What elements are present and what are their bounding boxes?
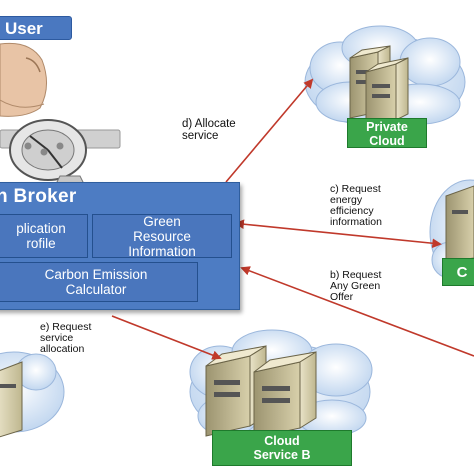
ann-b-line-3: Offer [330,291,354,303]
annotation-allocate-service: d) Allocate service [182,118,236,142]
ann-e-line-3: allocation [40,343,85,355]
private-cloud-servers [349,45,409,127]
private-cloud-line-2: Cloud [369,134,405,148]
cloud-c-label: C [442,258,474,286]
app-profile-line-2: rofile [26,236,56,251]
cloud-b-servers [205,345,317,439]
ann-d-line-1: d) Allocate [182,118,236,130]
annotation-request-allocation: e) Request service allocation [40,322,91,355]
arrow-request-energy [234,219,442,249]
broker-title: n Broker [0,186,77,207]
cloud-b-label: Cloud Service B [212,430,352,466]
green-resource-box: Green Resource Information [92,213,232,259]
cloud-a-server [0,361,23,438]
application-profile-box: plication rofile [0,214,88,258]
arrow-allocate-service [225,78,314,183]
green-resource-line-3: Information [128,243,196,259]
green-resource-line-2: Resource [133,228,191,244]
ann-c-line-3: efficiency [330,205,374,217]
satellite-dish [9,119,87,185]
app-profile-line-1: plication [16,221,66,236]
ann-d-line-2: service [182,130,219,142]
cloud-b-line-2: Service B [253,448,311,462]
private-cloud-label: Private Cloud [347,118,427,148]
private-cloud-line-1: Private [366,120,408,134]
ann-c-line-1: c) Request [330,183,381,195]
carbon-calc-line-2: Calculator [65,282,127,297]
ann-c-line-2: energy [330,194,363,206]
user-label-text: User [5,19,43,38]
green-resource-line-1: Green [143,213,181,229]
annotation-request-green-offer: b) Request Any Green Offer [330,270,381,303]
carbon-calculator-box: Carbon Emission Calculator [0,262,198,302]
ann-e-line-1: e) Request [40,321,92,333]
cloud-b-line-1: Cloud [264,434,300,448]
ann-b-line-1: b) Request [330,269,382,281]
cloud-c-server [445,185,474,263]
carbon-calc-line-1: Carbon Emission [44,267,148,282]
ann-e-line-2: service [40,332,74,344]
ann-c-line-4: information [330,216,382,228]
arrow-request-allocation [111,315,222,360]
arrow-request-green-offer [240,266,474,357]
ann-b-line-2: Any Green [330,280,381,292]
user-label: User [0,16,72,40]
annotation-request-energy: c) Request energy efficiency information [330,184,382,228]
